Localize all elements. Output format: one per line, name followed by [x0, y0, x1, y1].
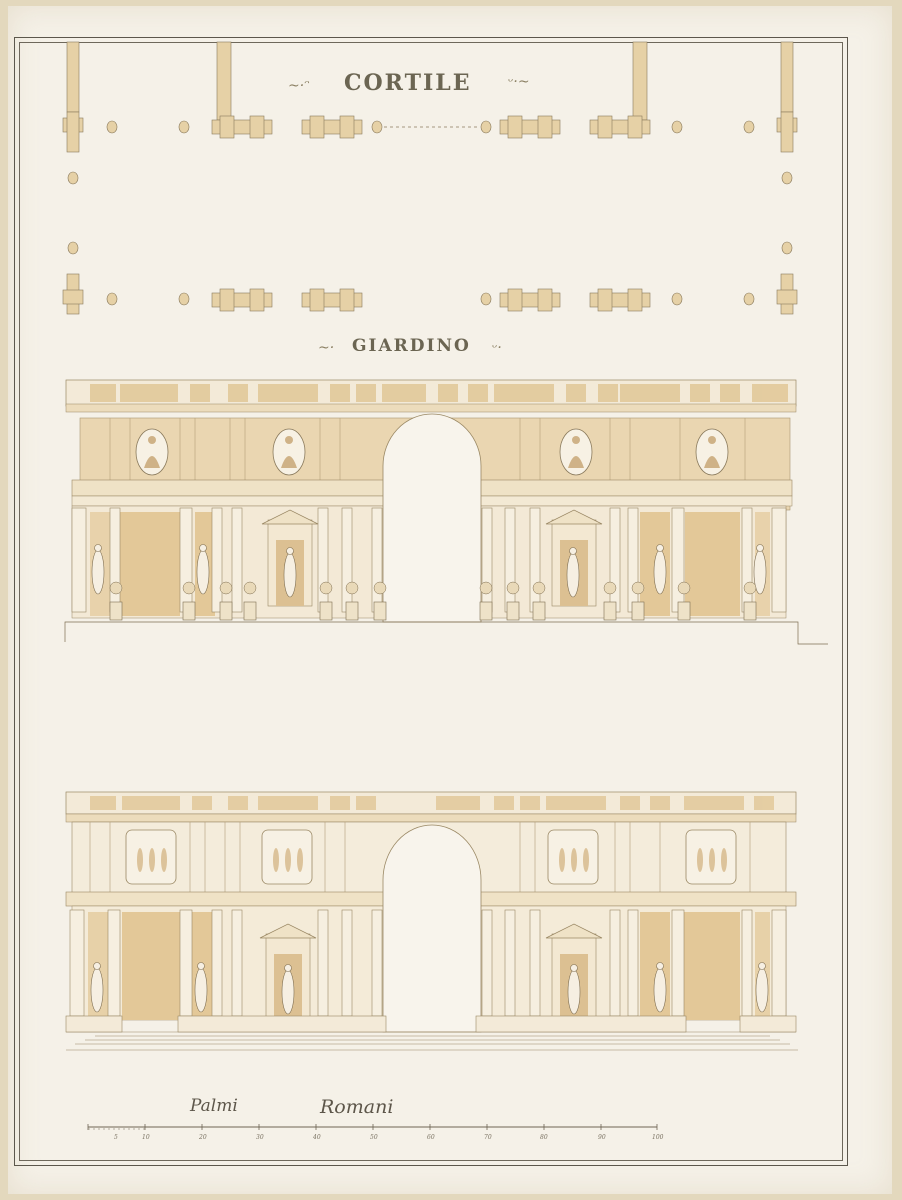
scale-tick: 30	[256, 1134, 264, 1141]
lower-elevation	[65, 791, 798, 1051]
scale-tick: 50	[370, 1134, 378, 1141]
upper-elevation	[64, 379, 828, 645]
scale-tick: 80	[540, 1134, 548, 1141]
scale-tick: 100	[652, 1134, 664, 1141]
scale-label-palmi: Palmi	[190, 1096, 238, 1116]
scale-bar	[87, 1124, 658, 1130]
flourish-right-giardino: ᵕ·	[492, 340, 502, 356]
flourish-left-cortile: ~·ᵔ	[288, 78, 310, 94]
scale-tick: 70	[484, 1134, 492, 1141]
scale-tick: 10	[142, 1134, 150, 1141]
scale-tick: 60	[427, 1134, 435, 1141]
plan-title: CORTILE	[344, 70, 472, 96]
scale-label-romani: Romani	[320, 1096, 394, 1118]
plan-subtitle: GIARDINO	[352, 336, 471, 356]
inner-border	[19, 42, 843, 1161]
scale-tick: 20	[199, 1134, 207, 1141]
flourish-left-giardino: ~·	[318, 340, 335, 356]
courtyard-plan	[62, 41, 798, 315]
scale-tick: 5	[114, 1134, 118, 1141]
scale-tick: 90	[598, 1134, 606, 1141]
outer-border	[14, 37, 848, 1166]
flourish-right-cortile: ᵕ·~	[508, 74, 530, 90]
scale-tick: 40	[313, 1134, 321, 1141]
